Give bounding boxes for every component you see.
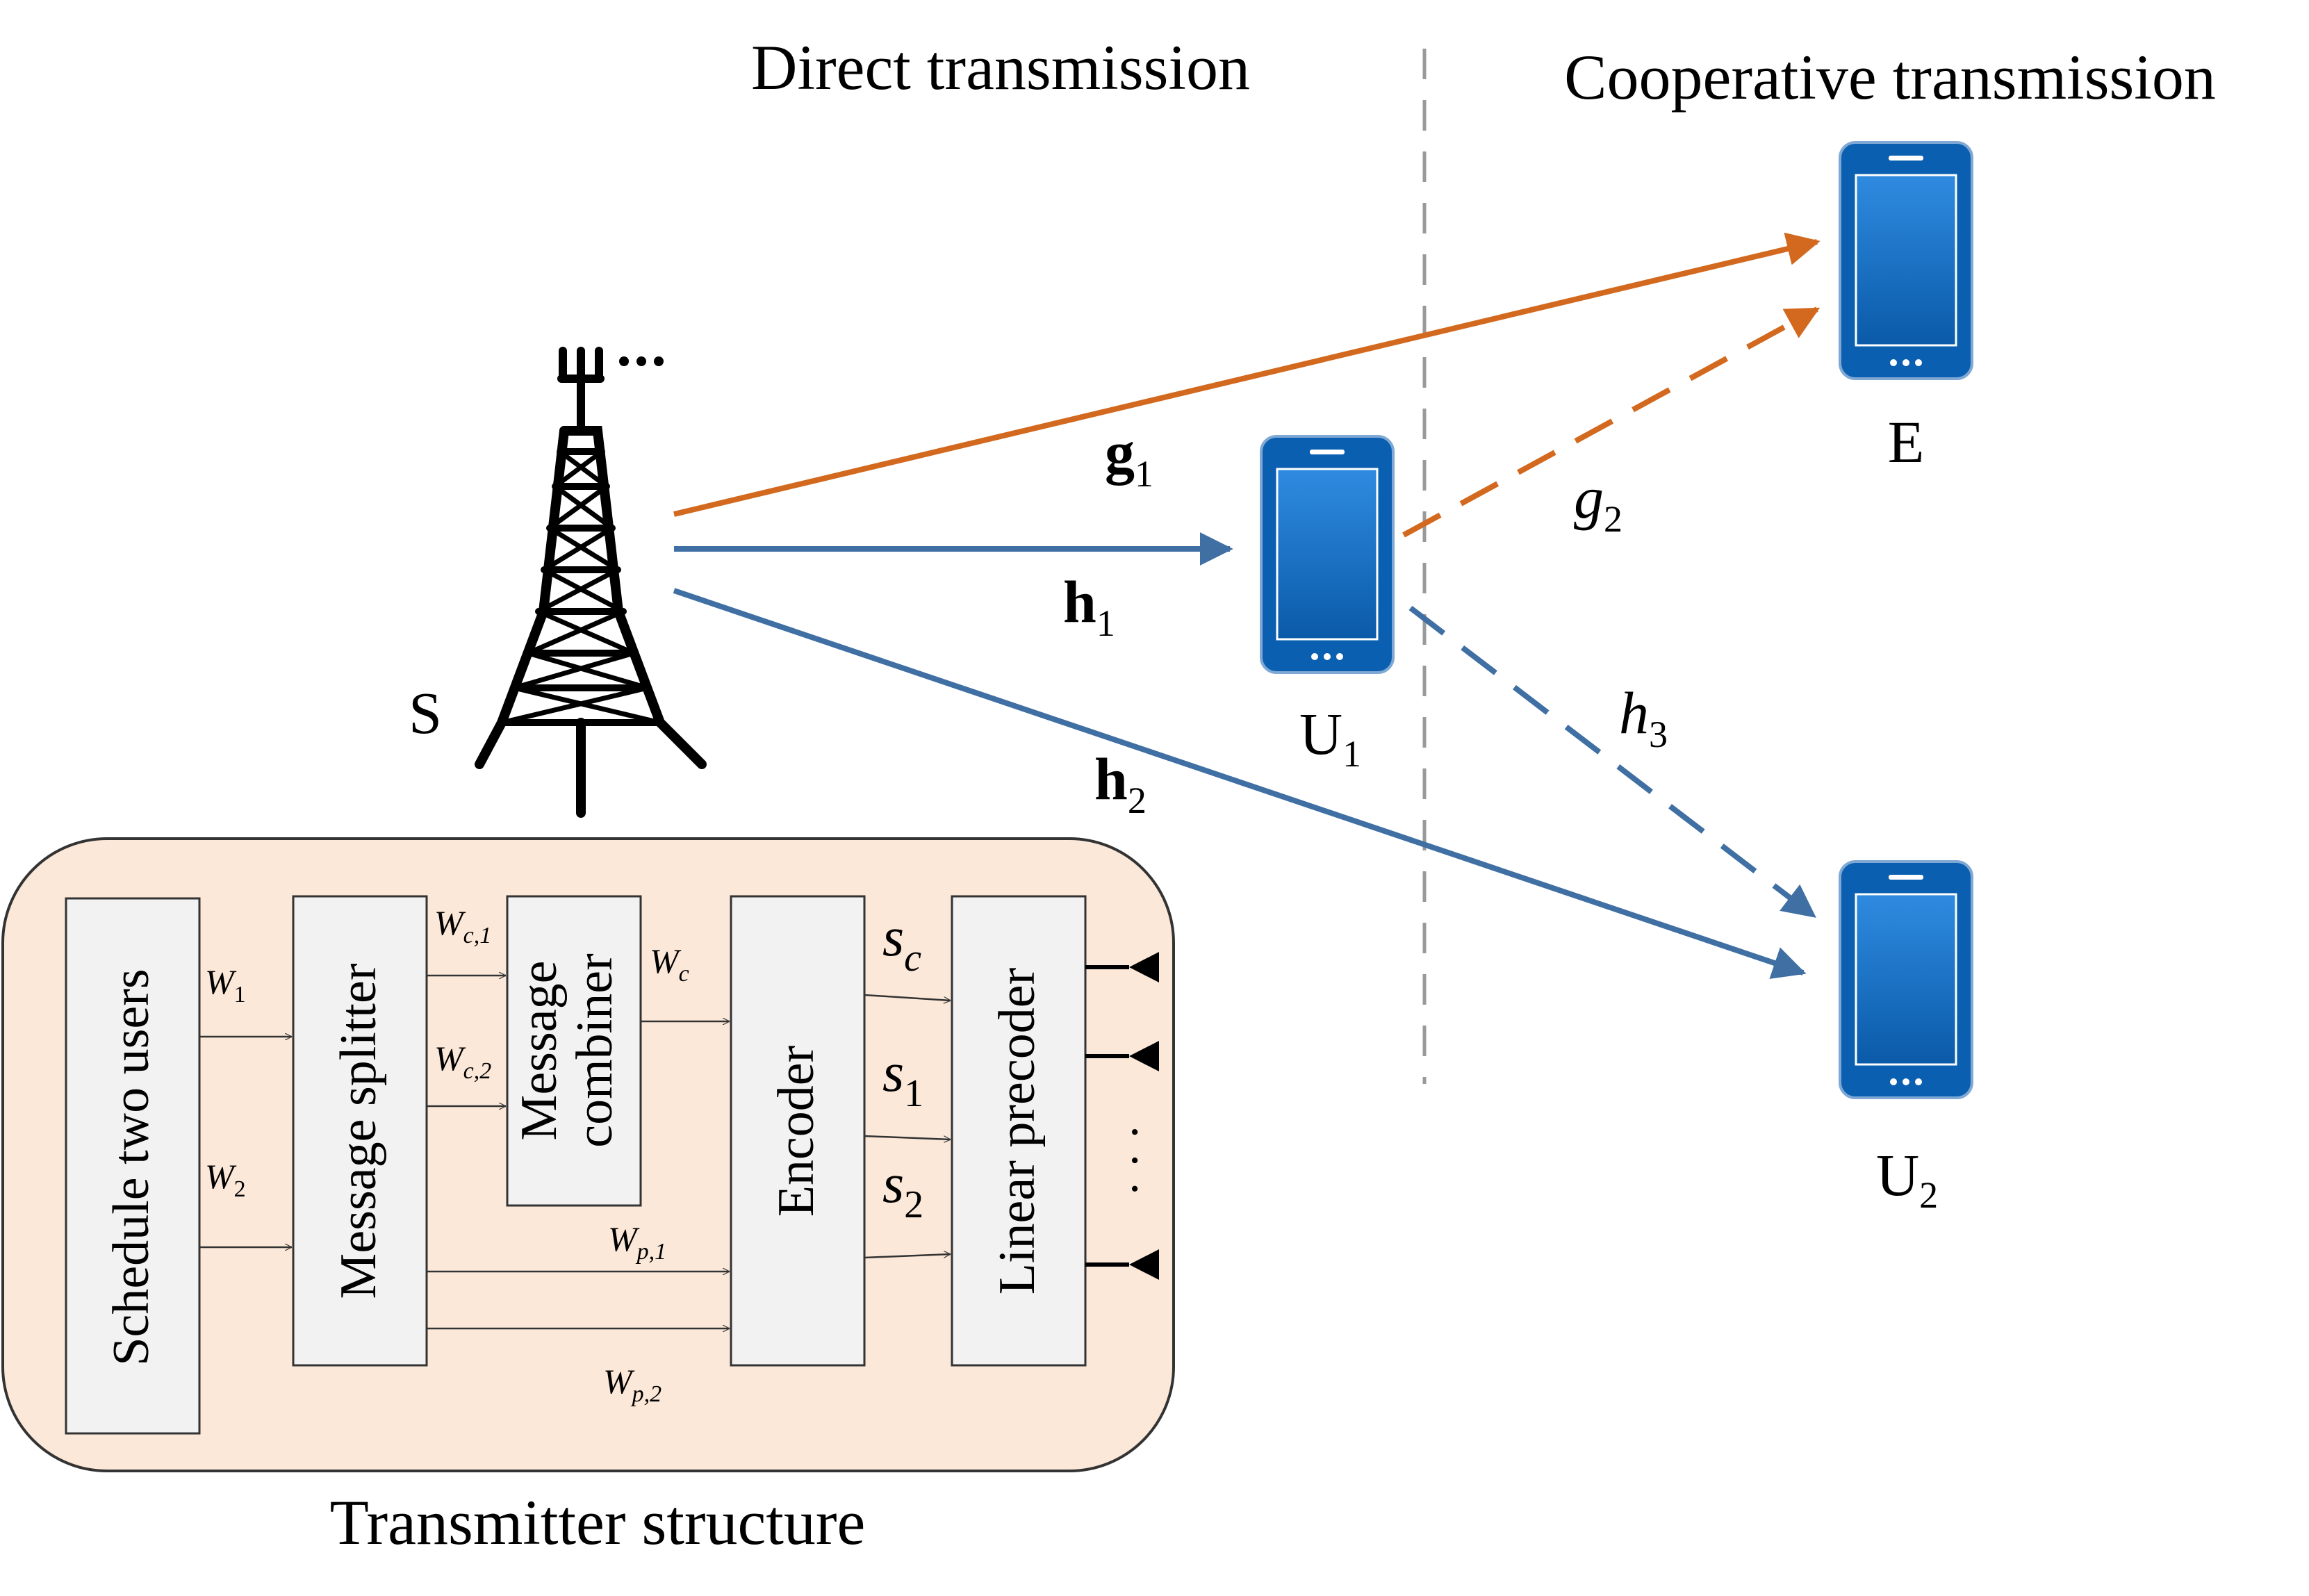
label-h2: h2 [1094,746,1147,821]
label-wc1: Wc,1 [434,903,491,948]
label-w2: W2 [205,1157,246,1202]
label-s2: s2 [882,1153,923,1226]
block-encoder [730,895,866,1367]
label-wc2: Wc,2 [434,1039,491,1084]
phone-icon-user2 [1839,860,1973,1099]
label-wp2: Wp,2 [603,1362,662,1407]
label-block-precoder: Linear precoder [989,968,1046,1294]
label-sc: sc [882,907,921,980]
label-g1: g1 [1105,419,1153,495]
heading-direct: Direct transmission [751,32,1250,103]
antenna-icon-3 [1085,1249,1159,1280]
antenna-dots: · · · [1108,1124,1161,1197]
link-g1-arrow [673,232,1821,517]
label-block-encoder: Encoder [768,1046,825,1217]
tower-icon [475,347,707,818]
label-block-combiner-1: Message [511,961,568,1141]
block-combiner [506,895,642,1207]
link-h3-arrow [1408,605,1816,919]
label-user1: U1 [1299,700,1361,775]
label-user2: U2 [1876,1142,1938,1216]
label-s1: s1 [882,1042,923,1115]
label-block-schedule: Schedule two users [103,969,160,1365]
block-schedule [65,897,201,1435]
label-block-splitter: Message splitter [330,964,387,1299]
label-h3: h3 [1619,680,1668,755]
phone-icon-eavesdropper [1839,141,1973,380]
label-eavesdropper: E [1888,409,1925,475]
antenna-icon-1 [1085,952,1159,982]
block-splitter [292,895,428,1367]
heading-cooperative: Cooperative transmission [1564,42,2216,113]
link-h2-arrow [673,588,1807,979]
label-source: S [409,680,442,746]
label-wp1: Wp,1 [608,1219,666,1265]
transmitter-caption: Transmitter structure [330,1487,866,1558]
internal-arrows [199,976,951,1328]
label-h1: h1 [1063,568,1115,644]
label-block-combiner-2: combiner [566,953,623,1147]
phone-icon-user1 [1260,435,1395,674]
link-g2-arrow [1402,306,1821,538]
label-wc: Wc [650,941,689,987]
label-w1: W1 [205,962,246,1007]
block-precoder [951,895,1087,1367]
label-g2: g2 [1574,464,1622,540]
antenna-icon-2 [1085,1041,1159,1071]
